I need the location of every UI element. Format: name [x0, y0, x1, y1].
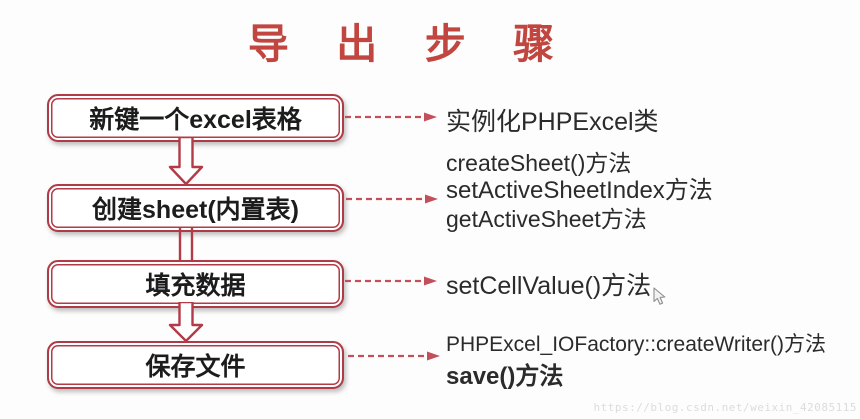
method-get-active-sheet: getActiveSheet方法	[446, 206, 647, 232]
block-arrow-down-icon	[168, 137, 204, 185]
watermark-url: https://blog.csdn.net/weixin_42085115	[593, 401, 857, 414]
page-title: 导 出 步 骤	[247, 21, 573, 67]
block-arrow-shaft-icon	[178, 227, 194, 261]
method-create-sheet: createSheet()方法	[446, 150, 632, 176]
annotation-create-writer: PHPExcel_IOFactory::createWriter()方法	[446, 333, 827, 356]
flow-step-create-excel: 新键一个excel表格	[47, 94, 344, 142]
annotation-save-method: save()方法	[446, 363, 564, 390]
annotation-instantiate-phpexcel: 实例化PHPExcel类	[446, 108, 659, 136]
mouse-cursor-icon	[653, 287, 666, 305]
dashed-arrow-right-icon	[345, 276, 437, 286]
flow-step-label: 新键一个excel表格	[89, 106, 302, 134]
block-arrow-down-icon	[168, 302, 204, 342]
flow-step-create-sheet: 创建sheet(内置表)	[47, 184, 344, 232]
dashed-arrow-right-icon	[348, 351, 440, 361]
flow-step-fill-data: 填充数据	[47, 260, 344, 308]
flow-step-label: 填充数据	[145, 272, 246, 300]
dashed-arrow-right-icon	[345, 112, 437, 122]
annotation-sheet-methods: createSheet()方法 setActiveSheetIndex方法 ge…	[446, 149, 713, 233]
method-set-active-sheet-index: setActiveSheetIndex方法	[446, 177, 713, 204]
flow-step-save-file: 保存文件	[47, 341, 344, 389]
annotation-set-cell-value: setCellValue()方法	[446, 272, 652, 300]
dashed-arrow-right-icon	[346, 194, 438, 204]
flow-step-label: 保存文件	[145, 353, 246, 381]
flow-step-label: 创建sheet(内置表)	[92, 196, 299, 224]
